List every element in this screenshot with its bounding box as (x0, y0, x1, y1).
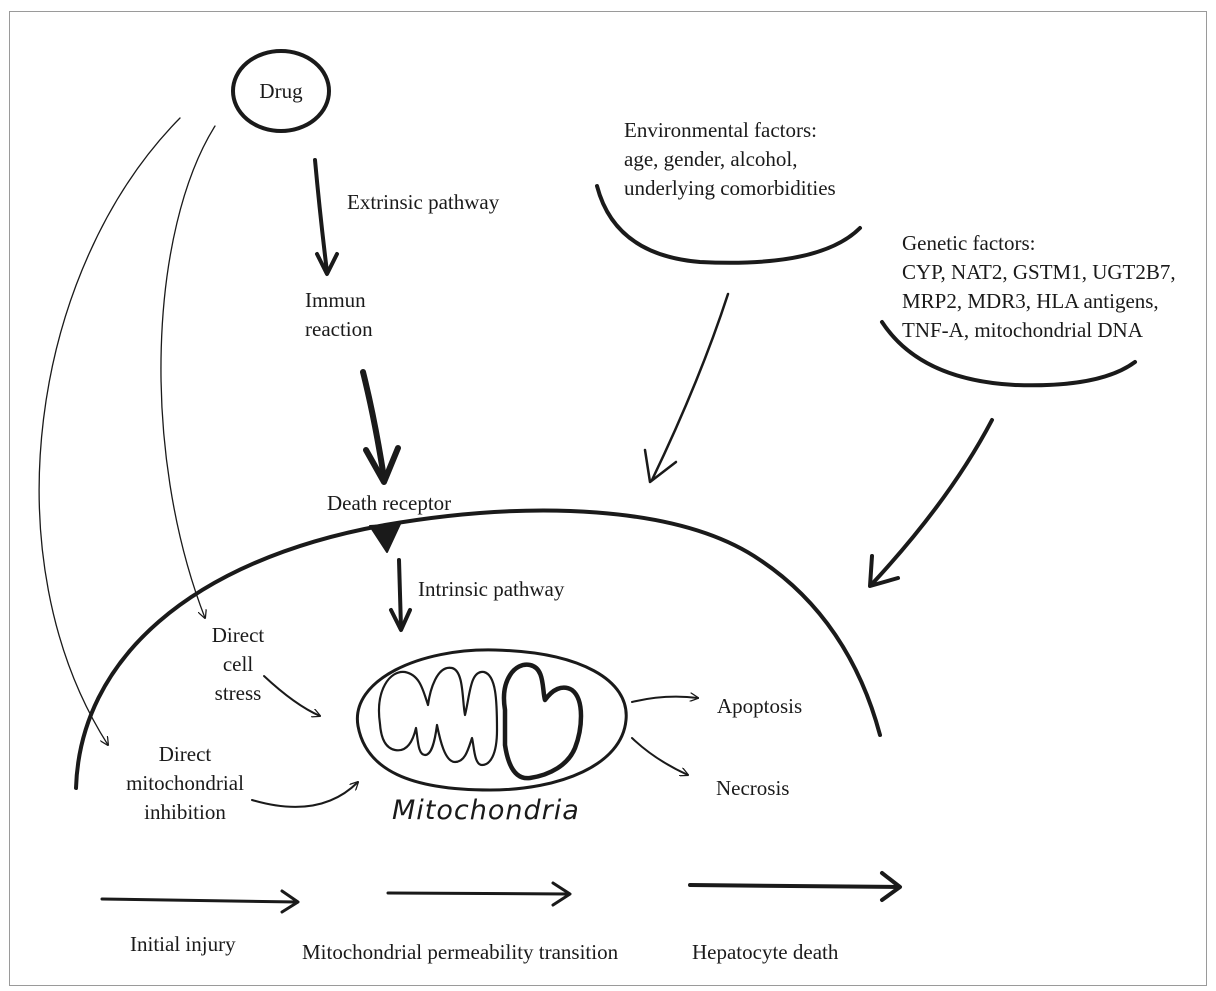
stage-initial-injury: Initial injury (130, 932, 236, 956)
drug-to-cell-stress-arrow (160, 125, 216, 618)
direct-cell-stress-label: Direct cell stress (211, 623, 265, 705)
stage-arrow-3 (688, 871, 902, 902)
direct-mito-inhibition-label: Direct mitochondrial inhibition (126, 742, 244, 824)
necrosis-arrow (631, 737, 688, 775)
drug-circle (231, 49, 331, 133)
stage-arrow-2 (386, 881, 572, 907)
death-receptor-symbol (369, 523, 401, 553)
figure-frame (9, 11, 1207, 986)
extrinsic-pathway-label: Extrinsic pathway (347, 190, 500, 214)
genetic-bracket (880, 320, 1137, 388)
drug-label: Drug (259, 79, 303, 103)
drug-to-mito-inhibition-arrow (38, 117, 181, 745)
stage-mitochondrial-permeability-transition: Mitochondrial permeability transition (302, 940, 619, 964)
stage-arrow-1 (100, 889, 300, 914)
apoptosis-arrow (631, 697, 698, 703)
death-receptor-label: Death receptor (327, 491, 452, 515)
mito-inhibition-to-mito-arrow (251, 782, 358, 808)
extrinsic-arrow (313, 158, 339, 276)
environmental-arrow (643, 292, 730, 484)
cell-membrane-arc (74, 508, 882, 790)
mitochondria-label: Mitochondria (392, 795, 580, 826)
immune-reaction-label: Immun reaction (305, 288, 373, 341)
genetic-factors-label: Genetic factors: CYP, NAT2, GSTM1, UGT2B… (902, 231, 1176, 342)
genetic-arrow (868, 418, 994, 588)
necrosis-label: Necrosis (716, 776, 790, 800)
stage-hepatocyte-death: Hepatocyte death (692, 940, 839, 964)
environmental-factors-label: Environmental factors: age, gender, alco… (624, 118, 836, 200)
immune-to-death-receptor-arrow (360, 369, 401, 485)
intrinsic-arrow (389, 558, 412, 632)
cell-stress-to-mito-arrow (263, 675, 320, 716)
apoptosis-label: Apoptosis (717, 694, 803, 718)
mitochondrion-drawing (355, 648, 628, 792)
environmental-bracket (595, 184, 862, 265)
intrinsic-pathway-label: Intrinsic pathway (418, 577, 565, 601)
